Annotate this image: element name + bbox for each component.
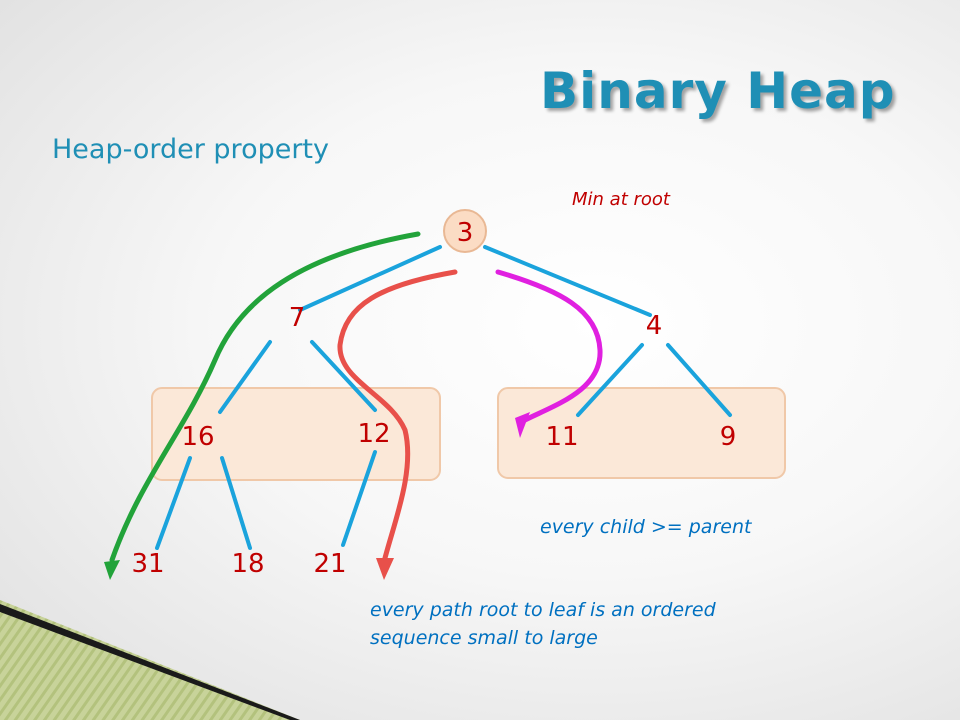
slide-title: Binary Heap [540, 62, 896, 120]
ribbon-edge [0, 604, 300, 720]
edge-7-16 [218, 340, 272, 414]
edge-3-7 [298, 245, 442, 312]
min-at-root-note: Min at root [572, 189, 670, 210]
heap-node-labels: 3 7 4 16 12 11 9 31 18 21 [131, 218, 736, 579]
magenta-arrow-path [495, 269, 603, 423]
node-9: 9 [720, 422, 737, 452]
edge-7-12 [310, 340, 377, 412]
red-path-arrow [337, 269, 458, 580]
node-7: 7 [289, 303, 306, 333]
every-path-note-line1: every path root to leaf is an ordered [370, 599, 716, 621]
edge-16-18 [220, 456, 252, 550]
heap-edges [155, 245, 732, 550]
green-arrow-path [109, 231, 421, 563]
every-child-note: every child >= parent [540, 516, 752, 538]
green-arrowhead [104, 560, 120, 580]
node-4: 4 [646, 311, 663, 341]
root-node-circle [443, 209, 487, 253]
every-path-note-line2: sequence small to large [370, 627, 598, 649]
red-arrowhead [376, 558, 394, 580]
red-arrow-path [337, 269, 458, 561]
left-subtree-box [151, 387, 441, 481]
node-3: 3 [457, 218, 474, 248]
node-16: 16 [181, 422, 214, 452]
edge-4-11 [576, 343, 644, 417]
edge-12-21 [341, 450, 377, 547]
every-path-note: every path root to leaf is an ordered se… [370, 596, 716, 652]
edge-16-31 [155, 456, 192, 550]
node-12: 12 [357, 419, 390, 449]
right-subtree-box [497, 387, 786, 479]
node-31: 31 [131, 549, 164, 579]
slide-subtitle: Heap-order property [52, 134, 330, 165]
node-21: 21 [313, 549, 346, 579]
magenta-path-arrow [495, 269, 603, 438]
green-path-arrow [104, 231, 421, 580]
edge-3-4 [483, 245, 652, 317]
magenta-arrowhead [515, 412, 530, 438]
node-11: 11 [545, 422, 578, 452]
node-18: 18 [231, 549, 264, 579]
ribbon-stripes [0, 600, 300, 720]
edge-4-9 [666, 343, 732, 417]
